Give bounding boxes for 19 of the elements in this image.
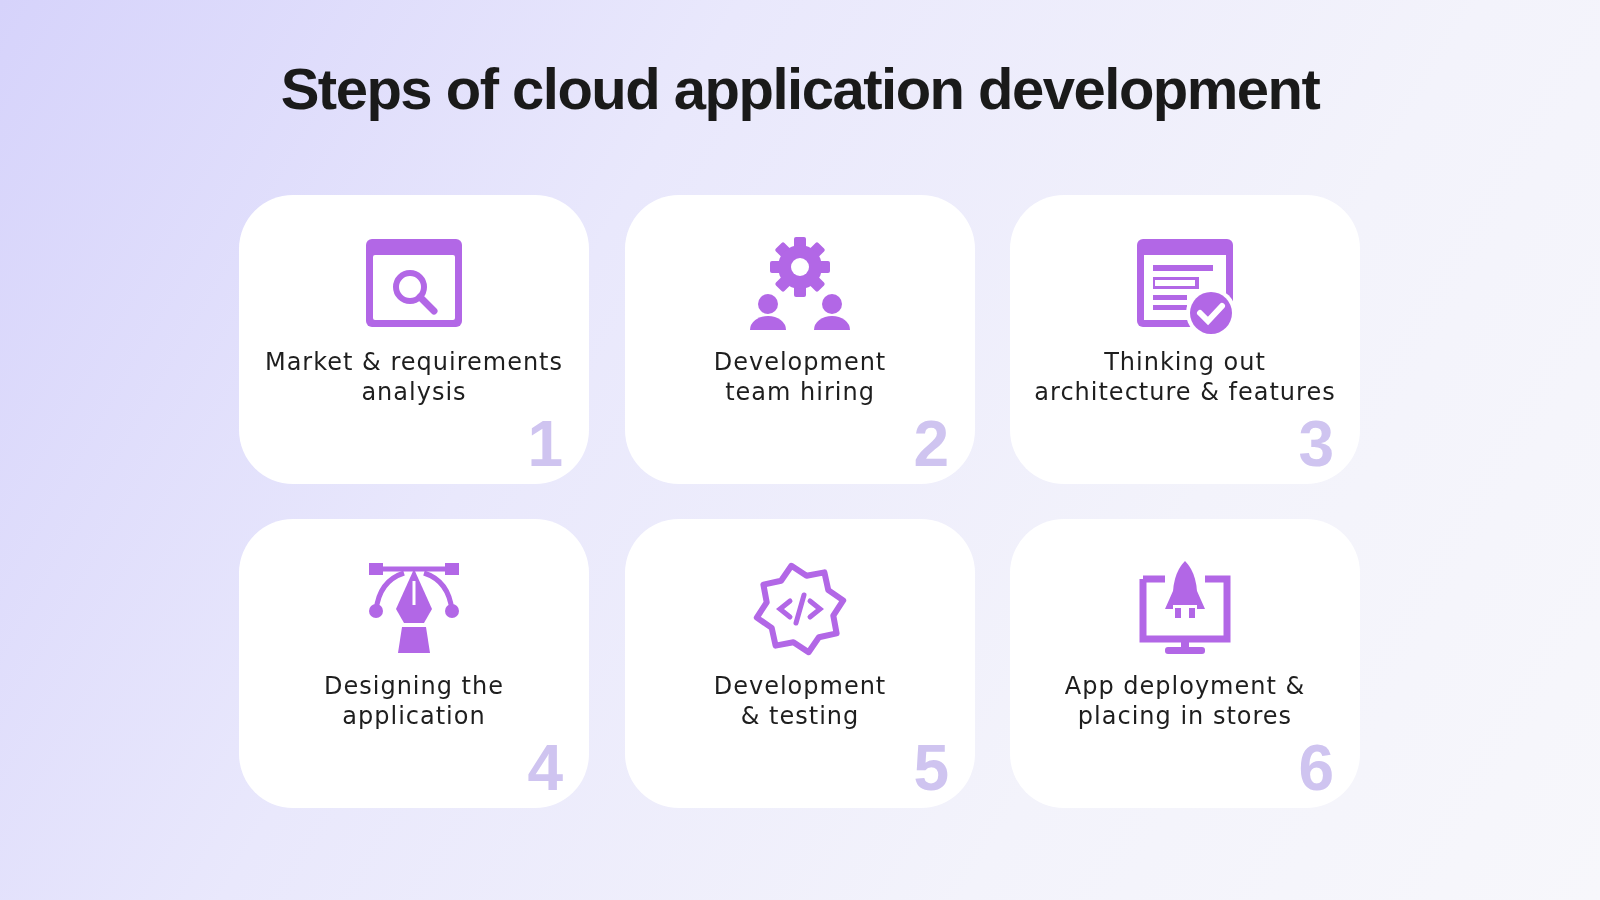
step-number: 2 <box>913 412 949 476</box>
step-number: 3 <box>1298 412 1334 476</box>
step-label: App deployment & placing in stores <box>1063 671 1307 731</box>
step-label: Designing the application <box>323 671 505 731</box>
step-label: Development & testing <box>712 671 888 731</box>
step-label: Market & requirements analysis <box>263 347 565 407</box>
step-label: Thinking out architecture & features <box>1033 347 1337 407</box>
step-card <box>239 519 589 808</box>
step-number: 5 <box>913 736 949 800</box>
step-card <box>625 519 975 808</box>
step-label: Development team hiring <box>712 347 888 407</box>
step-number: 6 <box>1298 736 1334 800</box>
step-card <box>1010 519 1360 808</box>
step-card <box>1010 195 1360 484</box>
step-number: 1 <box>527 412 563 476</box>
step-card <box>239 195 589 484</box>
step-number: 4 <box>527 736 563 800</box>
title: Steps of cloud application development <box>279 55 1321 122</box>
step-card <box>625 195 975 484</box>
